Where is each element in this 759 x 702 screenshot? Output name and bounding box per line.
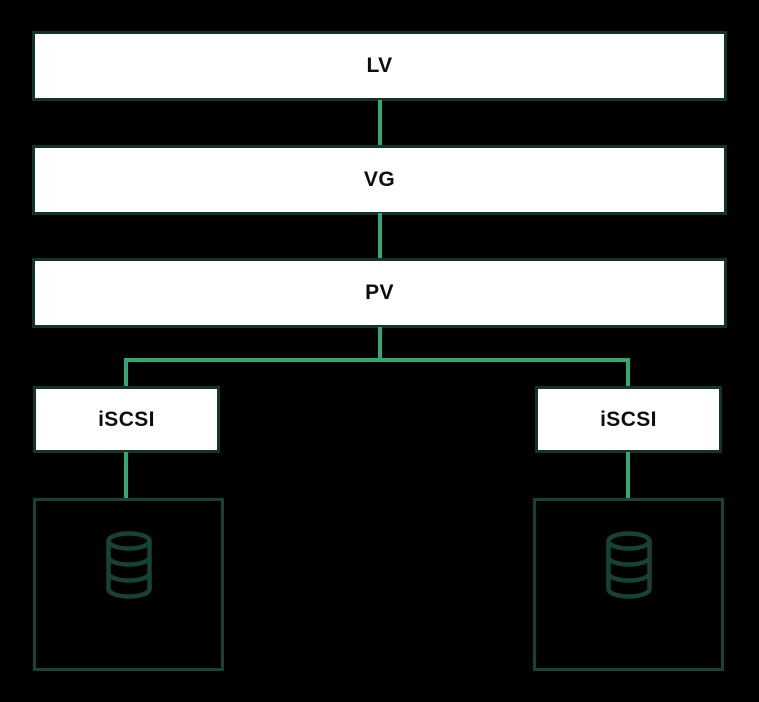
node-lv: LV [32,31,727,101]
node-iscsi-right-label: iSCSI [600,407,657,431]
node-pv-label: PV [365,281,394,304]
storage-box-right [533,498,724,671]
connector-vg-pv [378,213,382,259]
connector-pv-stem [378,327,382,360]
connector-branch-left-drop [124,358,128,388]
connector-iscsi-left-storage [124,452,128,499]
connector-branch-right-drop [626,358,630,388]
connector-iscsi-right-storage [626,452,630,499]
storage-box-left [33,498,224,671]
node-iscsi-left-label: iSCSI [98,407,155,431]
node-iscsi-right: iSCSI [535,386,722,453]
node-lv-label: LV [366,54,393,77]
database-icon [105,531,152,599]
connector-lv-vg [378,100,382,146]
connector-branch-horizontal [124,358,630,362]
database-icon [605,531,652,599]
node-iscsi-left: iSCSI [33,386,220,453]
node-vg-label: VG [363,168,396,191]
node-vg: VG [32,145,727,215]
node-pv: PV [32,258,727,328]
